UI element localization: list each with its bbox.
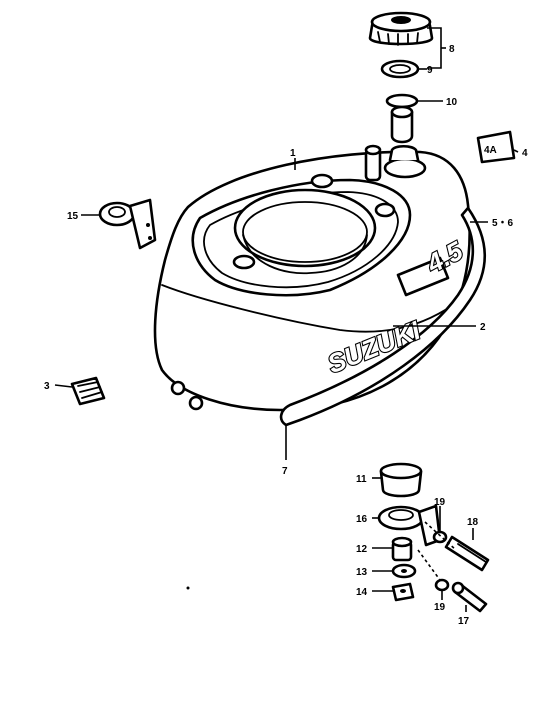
engine-cover: [153, 144, 471, 412]
nut-14: [391, 582, 415, 602]
callout-4: 4: [522, 148, 528, 159]
bolt-18: [444, 535, 490, 572]
callout-15: 15: [67, 211, 79, 222]
fuel-cap: [368, 11, 434, 46]
callout-3: 3: [44, 381, 50, 392]
side-trim-strip: [279, 206, 486, 427]
callout-19-lower: 19: [434, 602, 446, 613]
callout-9: 9: [427, 65, 433, 76]
callout-5-6: 5・6: [492, 218, 514, 229]
dot-marker: [186, 586, 190, 590]
callout-12: 12: [356, 544, 368, 555]
callout-7: 7: [282, 466, 288, 477]
clamp-bracket: [98, 198, 157, 250]
washer-13: [391, 563, 417, 579]
screw-17: [451, 581, 488, 613]
callout-16: 16: [356, 514, 368, 525]
callout-14: 14: [356, 587, 368, 598]
grommet-pad: [70, 376, 106, 406]
callout-19-upper: 19: [434, 497, 446, 508]
leader-lines: [54, 27, 519, 612]
rubber-mount-11: [379, 462, 423, 498]
collar-12: [391, 536, 413, 562]
callout-17: 17: [458, 616, 470, 627]
filler-nozzle: [385, 93, 419, 144]
callout-18: 18: [467, 517, 479, 528]
callout-8: 8: [449, 44, 455, 55]
mount-bushing-16: [377, 504, 442, 547]
callout-labels: 1 2 3 4 5・6 7 8 9 10 11 16 12 13 14 15 1…: [44, 44, 528, 627]
callout-13: 13: [356, 567, 368, 578]
cap-gasket: [380, 59, 420, 79]
svg-text:4A: 4A: [484, 145, 497, 156]
assembly-guide-line: [417, 521, 457, 581]
callout-2: 2: [480, 322, 486, 333]
decal-label-4: 4A: [476, 130, 516, 164]
callout-11: 11: [356, 474, 367, 485]
callout-1: 1: [290, 148, 296, 159]
callout-10: 10: [446, 97, 458, 108]
washer-19-upper: [432, 530, 448, 544]
washer-19-lower: [434, 578, 450, 592]
